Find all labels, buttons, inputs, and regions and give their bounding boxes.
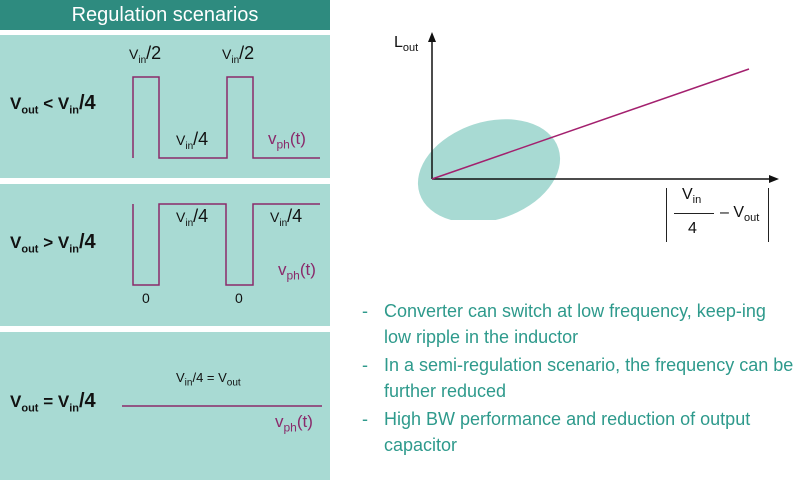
- level-label: Vin/4 = Vout: [176, 370, 241, 389]
- fraction-numerator: Vin: [682, 186, 702, 207]
- signal-label: vph(t): [275, 412, 313, 435]
- high-level-label: Vin/4: [270, 206, 303, 229]
- bullet-item: -In a semi-regulation scenario, the freq…: [362, 355, 794, 401]
- bullet-item: -Converter can switch at low frequency, …: [362, 301, 766, 347]
- y-axis-arrow: [428, 32, 436, 42]
- scenario-panel-below: Vout < Vin/4 Vin/2 Vin/2 Vin/4 vph(t): [0, 35, 330, 178]
- high-level-label: Vin/2: [129, 43, 162, 66]
- x-axis-arrow: [769, 175, 779, 183]
- switching-waveform: [132, 203, 320, 286]
- x-axis-label: Vin 4 – Vout: [664, 186, 774, 244]
- abs-bar-right: [768, 188, 769, 242]
- scenario-panel-above: Vout > Vin/4 Vin/4 Vin/4 0 0 vph(t): [0, 184, 330, 326]
- signal-label: vph(t): [278, 260, 316, 283]
- switching-waveform: [132, 76, 320, 159]
- high-level-label: Vin/4: [176, 206, 209, 229]
- low-level-label: Vin/4: [176, 129, 209, 152]
- condition-equation: Vout < Vin/4: [10, 92, 96, 117]
- inductance-graph: [417, 32, 779, 220]
- y-axis-label: Lout: [394, 34, 419, 55]
- zero-level-label: 0: [235, 290, 243, 306]
- abs-bar-left: [666, 188, 667, 242]
- bullet-item: -High BW performance and reduction of ou…: [362, 409, 751, 455]
- inductance-line: [431, 68, 750, 180]
- bullet-list: -Converter can switch at low frequency, …: [362, 298, 794, 460]
- operating-region: [417, 119, 561, 220]
- minus-vout: – Vout: [720, 204, 760, 225]
- condition-equation: Vout > Vin/4: [10, 231, 96, 256]
- fraction-bar: [674, 213, 714, 214]
- high-level-label: Vin/2: [222, 43, 255, 66]
- condition-equation: Vout = Vin/4: [10, 390, 96, 415]
- fraction-denominator: 4: [688, 220, 697, 237]
- zero-level-label: 0: [142, 290, 150, 306]
- signal-label: vph(t): [268, 129, 306, 152]
- scenario-panel-equal: Vout = Vin/4 Vin/4 = Vout vph(t): [0, 332, 330, 480]
- constant-waveform: [122, 405, 322, 407]
- regulation-scenarios-title: Regulation scenarios: [0, 0, 330, 30]
